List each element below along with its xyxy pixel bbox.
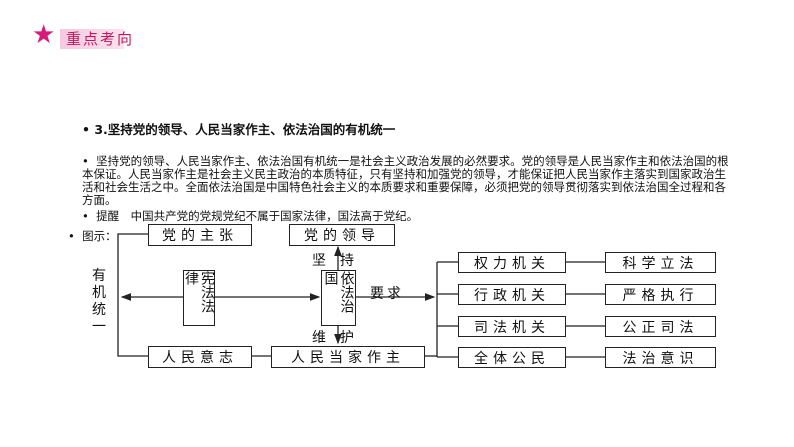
rule-of-law-box: 依法治国	[321, 270, 356, 326]
uphold-label: 坚 持	[312, 253, 354, 269]
paragraph-text: 坚持党的领导、人民当家作主、依法治国有机统一是社会主义政治发展的必然要求。党的领…	[82, 154, 729, 207]
people-will-box: 人民意志	[148, 346, 252, 368]
section-badge: ★ 重点考向	[30, 20, 140, 52]
result-box: 公正司法	[605, 316, 716, 337]
maintain-label: 维 护	[312, 330, 354, 346]
badge-text: 重点考向	[66, 30, 135, 48]
organ-box: 全体公民	[458, 347, 566, 368]
result-box: 科学立法	[605, 252, 716, 273]
paragraph: • 坚持党的领导、人民当家作主、依法治国有机统一是社会主义政治发展的必然要求。党…	[82, 154, 729, 207]
diagram-label: • 图示：	[68, 229, 117, 243]
organ-box: 行政机关	[458, 284, 566, 305]
requires-label: 要求	[370, 286, 404, 302]
unity-label: 有机统一	[92, 268, 106, 335]
organ-box: 司法机关	[458, 316, 566, 337]
organ-box: 权力机关	[458, 252, 566, 273]
constitution-law-box: 宪法法律	[183, 270, 215, 326]
result-box: 法治意识	[605, 347, 716, 368]
heading-text: 3.坚持党的领导、人民当家作主、依法治国的有机统一	[94, 122, 396, 137]
heading: • 3.坚持党的领导、人民当家作主、依法治国的有机统一	[82, 122, 396, 137]
tip: • 提醒 中国共产党的党规党纪不属于国家法律，国法高于党纪。	[82, 209, 419, 223]
tip-text: 提醒 中国共产党的党规党纪不属于国家法律，国法高于党纪。	[96, 209, 419, 223]
party-proposition-box: 党的主张	[148, 224, 252, 246]
star-icon: ★	[32, 20, 56, 50]
badge-band	[60, 29, 124, 49]
party-leadership-box: 党的领导	[289, 224, 395, 246]
result-box: 严格执行	[605, 284, 716, 305]
left-bracket-line	[117, 233, 148, 357]
diagram-label-text: 图示：	[82, 229, 117, 243]
people-masters-box: 人民当家作主	[271, 346, 425, 368]
